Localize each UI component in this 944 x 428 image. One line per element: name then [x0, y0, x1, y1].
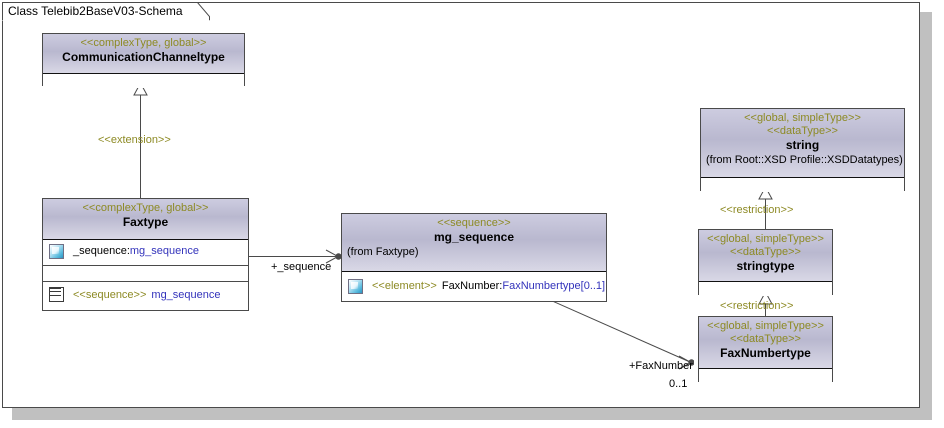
- class-name: CommunicationChanneltype: [62, 50, 225, 64]
- restriction-lower-line[interactable]: [765, 295, 766, 317]
- restriction-lower-arrow: [758, 291, 773, 305]
- class-attributes-compartment: [699, 282, 832, 296]
- class-member-row[interactable]: <<element>> FaxNumber: FaxNumbertype [0.…: [342, 272, 606, 300]
- class-box-mg-sequence[interactable]: <<sequence>> mg_sequence (from Faxtype) …: [341, 213, 607, 302]
- class-operations-compartment: [43, 266, 248, 282]
- class-name: string: [785, 138, 820, 152]
- faxnumber-role-label: +FaxNumber: [629, 360, 693, 372]
- restriction-upper-label: <<restriction>>: [720, 204, 794, 216]
- class-stereotype: <<sequence>>: [437, 217, 511, 229]
- class-name: FaxNumbertype: [720, 346, 811, 360]
- class-name: stringtype: [736, 259, 795, 273]
- attribute-icon: [348, 278, 363, 294]
- class-stereotype-datatype: <<dataType>>: [730, 246, 801, 258]
- class-header: <<complexType, global>> CommunicationCha…: [43, 34, 244, 74]
- class-stereotype: <<global, simpleType>>: [744, 112, 861, 124]
- member-stereotype: <<element>>: [372, 280, 437, 292]
- extension-label: <<extension>>: [98, 134, 171, 146]
- member-stereotype: <<sequence>>: [73, 288, 147, 301]
- faxnumber-connector-arrowhead: [678, 355, 694, 370]
- member-multiplicity: [0..1]: [580, 280, 606, 292]
- faxnumber-multiplicity-label: 0..1: [669, 378, 688, 390]
- class-elements-compartment: <<sequence>> mg_sequence: [43, 282, 248, 309]
- sequence-role-label: +_sequence: [271, 261, 332, 273]
- class-attributes-compartment: [701, 178, 904, 192]
- class-stereotype-datatype: <<dataType>>: [767, 125, 838, 137]
- class-stereotype: <<complexType, global>>: [80, 37, 207, 49]
- class-member-row[interactable]: <<sequence>> mg_sequence: [43, 282, 248, 307]
- class-member-row[interactable]: _sequence: mg_sequence: [43, 240, 248, 262]
- class-stereotype: <<global, simpleType>>: [707, 320, 824, 332]
- class-header: <<global, simpleType>> <<dataType>> stri…: [701, 109, 904, 178]
- member-name: FaxNumber:: [441, 280, 503, 292]
- restriction-upper-arrow: [758, 186, 773, 200]
- member-type: mg_sequence: [151, 288, 221, 301]
- class-header: <<sequence>> mg_sequence (from Faxtype): [342, 214, 606, 272]
- class-stereotype-datatype: <<dataType>>: [730, 333, 801, 345]
- sequence-icon: [49, 287, 64, 302]
- sequence-connector-line[interactable]: [247, 256, 339, 257]
- faxnumber-connector-line[interactable]: [549, 299, 700, 375]
- class-name: mg_sequence: [433, 230, 515, 244]
- extension-generalization-arrow: [133, 82, 148, 96]
- class-stereotype: <<complexType, global>>: [82, 202, 209, 214]
- member-type: mg_sequence: [129, 245, 199, 257]
- class-box-faxnumbertype[interactable]: <<global, simpleType>> <<dataType>> FaxN…: [698, 316, 833, 383]
- diagram-tab-label: Class Telebib2BaseV03-Schema: [8, 4, 183, 18]
- sequence-connector-arrowhead: [325, 249, 341, 264]
- class-box-string[interactable]: <<global, simpleType>> <<dataType>> stri…: [700, 108, 905, 192]
- class-name: Faxtype: [122, 215, 169, 229]
- class-attributes-compartment: _sequence: mg_sequence: [43, 240, 248, 266]
- restriction-upper-line[interactable]: [765, 190, 766, 230]
- class-box-stringtype[interactable]: <<global, simpleType>> <<dataType>> stri…: [698, 229, 833, 296]
- class-header: <<complexType, global>> Faxtype: [43, 199, 248, 240]
- class-namespace: (from Faxtype): [347, 246, 419, 258]
- class-attributes-compartment: [699, 369, 832, 383]
- restriction-lower-label: <<restriction>>: [720, 300, 794, 312]
- class-namespace: (from Root::XSD Profile::XSDDatatypes): [706, 154, 903, 166]
- member-name: _sequence:: [73, 245, 130, 257]
- attribute-icon: [49, 243, 64, 259]
- class-stereotype: <<global, simpleType>>: [707, 233, 824, 245]
- diagram-tab[interactable]: Class Telebib2BaseV03-Schema: [2, 2, 212, 21]
- class-elements-compartment: <<element>> FaxNumber: FaxNumbertype [0.…: [342, 272, 606, 301]
- extension-connector-line[interactable]: [140, 95, 141, 198]
- class-box-communicationchanneltype[interactable]: <<complexType, global>> CommunicationCha…: [42, 33, 245, 88]
- member-type: FaxNumbertype: [502, 280, 581, 292]
- class-box-faxtype[interactable]: <<complexType, global>> Faxtype _sequenc…: [42, 198, 249, 311]
- class-header: <<global, simpleType>> <<dataType>> FaxN…: [699, 317, 832, 369]
- class-header: <<global, simpleType>> <<dataType>> stri…: [699, 230, 832, 282]
- class-attributes-compartment: [43, 74, 244, 88]
